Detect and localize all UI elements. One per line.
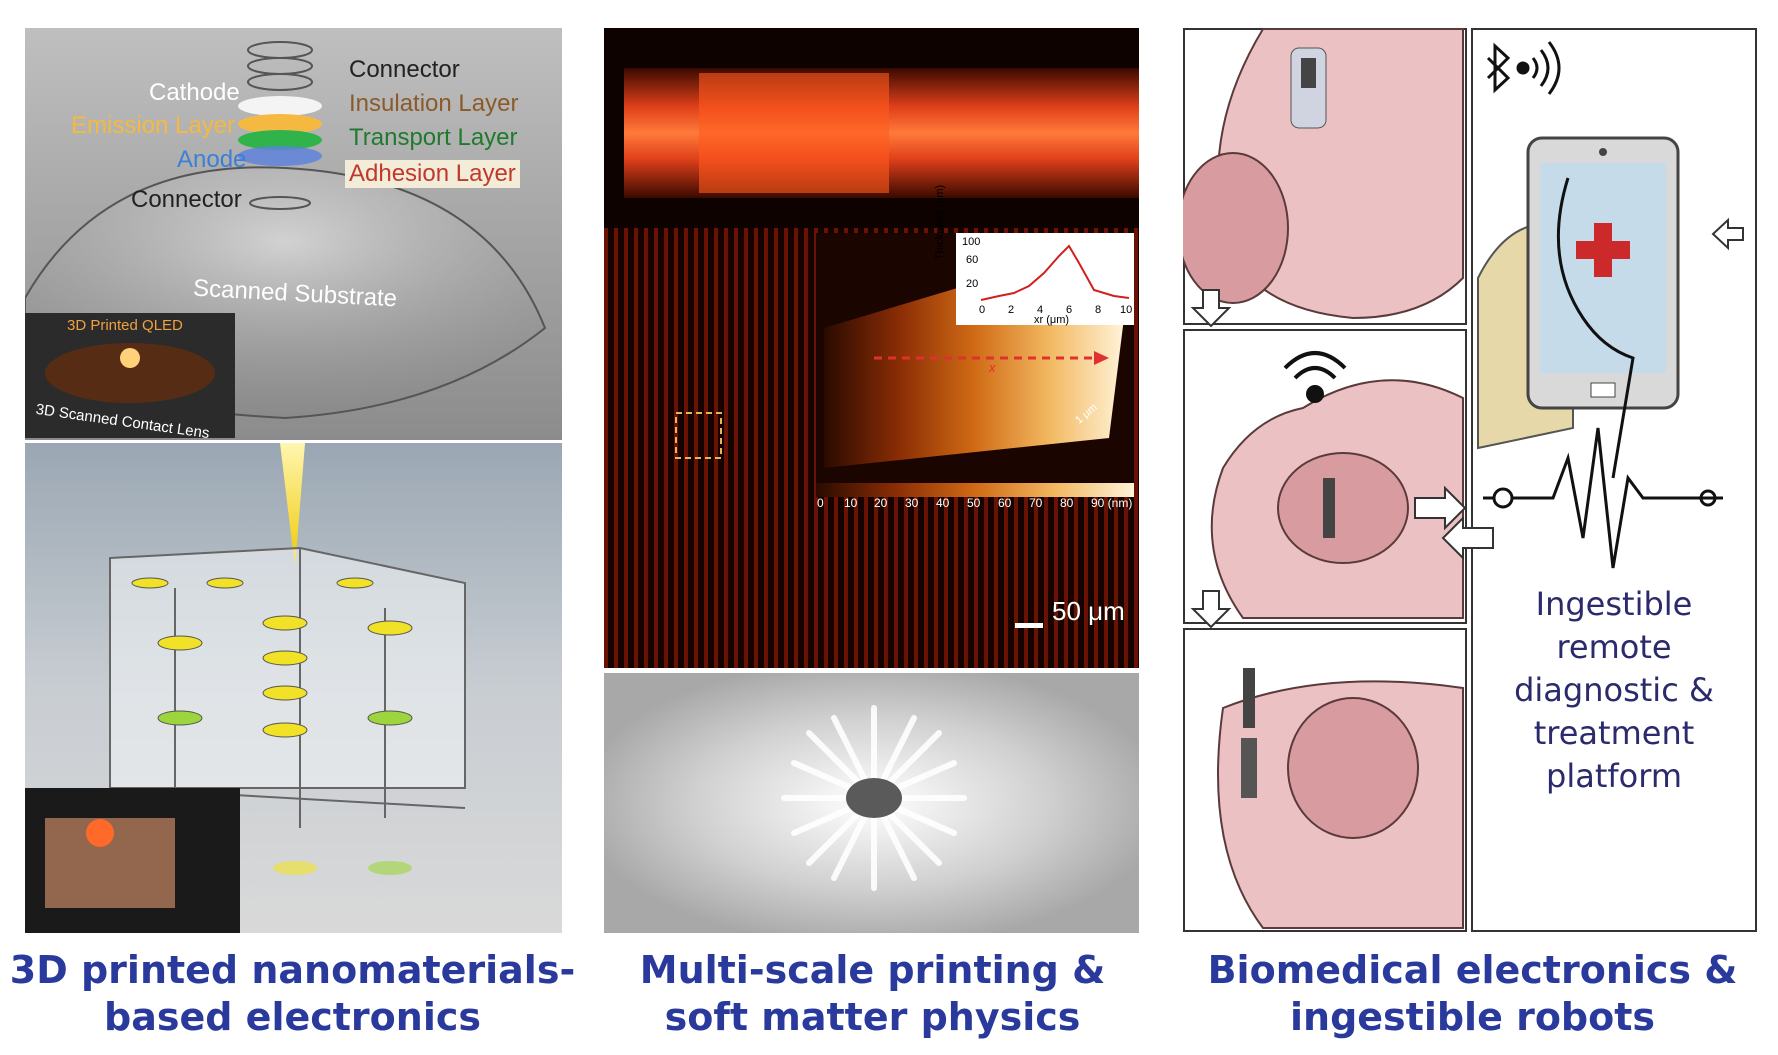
scan-arrow-label: x: [989, 360, 996, 375]
label-insulation-layer: Insulation Layer: [349, 90, 519, 117]
platform-description: Ingestible remote diagnostic & treatment…: [1472, 583, 1756, 798]
plot-xtick-6: 6: [1066, 304, 1073, 316]
colorbar: [816, 483, 1134, 497]
label-connector-top: Connector: [349, 56, 460, 83]
bluetooth-icon: [1486, 41, 1561, 95]
platform-line-4: treatment: [1533, 714, 1695, 752]
colorbar-tick-80: 80: [1060, 496, 1074, 510]
label-inset-qled: 3D Printed QLED: [67, 317, 183, 334]
wifi-signal-icon: [1283, 351, 1347, 403]
label-transport-layer: Transport Layer: [349, 124, 518, 151]
scale-bar: [1015, 623, 1043, 628]
colorbar-tick-50: 50: [967, 496, 981, 510]
plot-xtick-8: 8: [1095, 304, 1102, 316]
layer-stack: [238, 96, 322, 210]
platform-line-3: diagnostic &: [1514, 671, 1714, 709]
label-adhesion-layer: Adhesion Layer: [345, 160, 520, 188]
nozzle-cone: [280, 443, 305, 568]
plot-xtick-10: 10: [1120, 304, 1133, 316]
colorbar-tick-70: 70: [1029, 496, 1043, 510]
colorbar-tick-10: 10: [844, 496, 858, 510]
colorbar-tick-20: 20: [874, 496, 888, 510]
signal-end-icon: [1699, 489, 1717, 507]
plot-ytick-100: 100: [962, 236, 981, 248]
caption-right: Biomedical electronics & ingestible robo…: [1175, 947, 1770, 1041]
label-connector-bottom: Connector: [131, 186, 242, 213]
zoom-region-box: [675, 412, 722, 459]
stethoscope-cable: [1556, 177, 1635, 479]
panel2-illustration: [604, 28, 1139, 933]
platform-line-5: platform: [1546, 757, 1682, 795]
down-arrow-icon: [1190, 289, 1232, 629]
caption-right-line-2: ingestible robots: [1289, 995, 1656, 1039]
caption-left: 3D printed nanomaterials- based electron…: [5, 947, 580, 1041]
coil-connector-icon: [247, 41, 313, 91]
printed-led-dots: [131, 577, 413, 875]
signal-node-icon: [1492, 487, 1514, 509]
exchange-arrows-icon: [1414, 217, 1744, 561]
plot-xtick-4: 4: [1037, 304, 1044, 316]
colorbar-tick-30: 30: [905, 496, 919, 510]
plot-ytick-60: 60: [966, 254, 979, 266]
thickness-plot: [956, 233, 1134, 325]
colorbar-tick-0: 0: [817, 496, 824, 510]
plot-xtick-0: 0: [979, 304, 986, 316]
panel3-illustration: [1183, 28, 1757, 932]
plot-ytick-20: 20: [966, 278, 979, 290]
caption-left-line-1: 3D printed nanomaterials-: [9, 948, 576, 992]
colorbar-tick-40: 40: [936, 496, 950, 510]
caption-middle: Multi-scale printing & soft matter physi…: [590, 947, 1155, 1041]
thickness-curve: [980, 244, 1130, 301]
label-emission-layer: Emission Layer: [71, 112, 236, 139]
platform-line-2: remote: [1556, 628, 1672, 666]
label-cathode: Cathode: [149, 79, 240, 106]
caption-right-line-1: Biomedical electronics &: [1207, 948, 1738, 992]
caption-left-line-2: based electronics: [104, 995, 481, 1039]
heartbeat-line: [1483, 427, 1723, 569]
plot-xlabel: xr (μm): [1034, 314, 1070, 326]
colorbar-tick-60: 60: [998, 496, 1012, 510]
plot-xtick-2: 2: [1008, 304, 1015, 316]
ingestible-device-icon: [1241, 47, 1335, 798]
panel1-illustration: [25, 28, 562, 933]
label-anode: Anode: [177, 146, 247, 173]
platform-line-1: Ingestible: [1535, 585, 1693, 623]
scale-bar-label: 50 μm: [1052, 596, 1125, 626]
droplet-center: [846, 778, 902, 818]
plot-ylabel: Thickness (nm): [934, 184, 946, 260]
caption-middle-line-2: soft matter physics: [664, 995, 1081, 1039]
panel-biomedical-electronics: Ingestible remote diagnostic & treatment…: [1183, 28, 1758, 933]
caption-middle-line-1: Multi-scale printing &: [639, 948, 1106, 992]
medical-cross-icon: [1576, 223, 1630, 277]
panel-3d-printed-electronics: Connector Cathode Insulation Layer Emiss…: [25, 28, 562, 933]
colorbar-tick-90: 90 (nm): [1091, 496, 1133, 510]
panel-multiscale-printing: Thickness (nm) 100 60 20 0 2 4 6 8 10 xr…: [604, 28, 1139, 933]
